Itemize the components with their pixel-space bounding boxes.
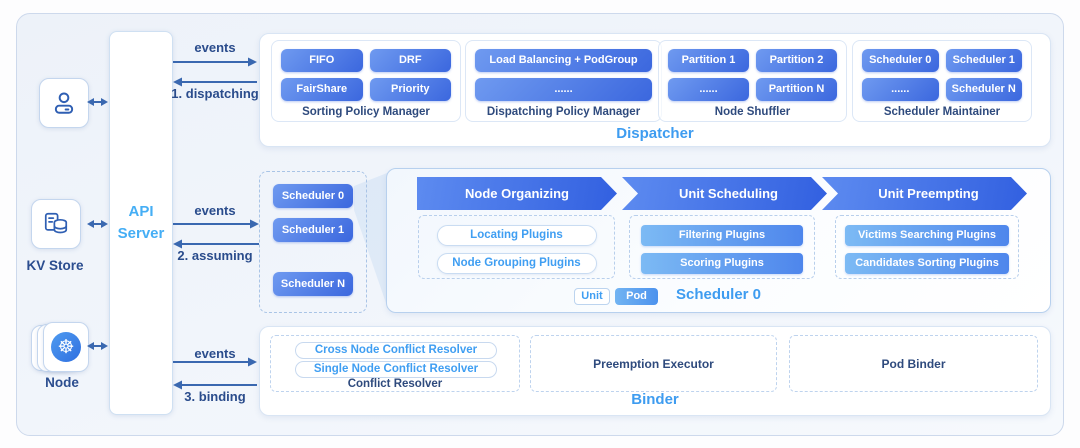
group-label: Dispatching Policy Manager	[486, 106, 641, 118]
group-label: Node Shuffler	[714, 106, 791, 118]
binding-label: 3. binding	[184, 389, 246, 404]
resolver-pill: Cross Node Conflict Resolver	[295, 342, 497, 359]
user-icon	[54, 92, 74, 114]
preemption-executor-box: Preemption Executor	[530, 335, 777, 392]
unit-scheduling-plugins-box: Filtering Plugins Scoring Plugins	[629, 215, 815, 279]
pod-legend-pill: Pod	[615, 288, 658, 305]
api-server-label-line2: Server	[117, 225, 165, 242]
kv-store-card	[31, 199, 81, 249]
policy-pill: DRF	[369, 49, 451, 72]
client-card	[39, 78, 89, 128]
scheduler-list-item: Scheduler 0	[273, 184, 353, 208]
kv-store-icon	[44, 212, 68, 234]
plugin-pill: Node Grouping Plugins	[436, 253, 597, 274]
scheduler-list: Scheduler 0 Scheduler 1 ... Scheduler N	[259, 171, 367, 313]
scheduler-panel: Node Organizing Unit Scheduling Unit Pre…	[386, 168, 1051, 313]
policy-pill: Load Balancing + PodGroup	[475, 49, 652, 72]
conflict-resolver-box: Cross Node Conflict Resolver Single Node…	[270, 335, 520, 392]
node-shuffler-group: Partition 1 Partition 2 ...... Partition…	[658, 40, 847, 122]
sorting-policy-manager-group: FIFO DRF FairShare Priority Sorting Poli…	[271, 40, 461, 122]
unit-scheduling-banner: Unit Scheduling	[622, 177, 827, 210]
kv-store-label: KV Store	[26, 258, 84, 273]
unit-legend-pill: Unit	[574, 288, 610, 305]
policy-pill: ......	[475, 78, 652, 101]
policy-pill: FairShare	[281, 78, 363, 101]
api-server-label-line1: API	[128, 202, 154, 220]
dispatching-policy-manager-group: Load Balancing + PodGroup ...... Dispatc…	[465, 40, 662, 122]
dispatcher-panel: FIFO DRF FairShare Priority Sorting Poli…	[259, 33, 1051, 147]
unit-preempting-banner: Unit Preempting	[822, 177, 1027, 210]
policy-pill: Priority	[369, 78, 451, 101]
partition-pill: Partition N	[756, 78, 837, 101]
plugin-pill: Victims Searching Plugins	[845, 225, 1009, 246]
scheduler-panel-title: Scheduler 0	[675, 286, 762, 303]
partition-pill: Partition 1	[668, 49, 749, 72]
plugin-pill: Candidates Sorting Plugins	[845, 253, 1009, 274]
dispatching-label: 1. dispatching	[171, 86, 259, 101]
binder-title: Binder	[631, 391, 679, 408]
partition-pill: Partition 2	[756, 49, 837, 72]
node-organizing-banner: Node Organizing	[417, 177, 617, 210]
api-server-box: API Server	[109, 31, 173, 415]
conflict-resolver-label: Conflict Resolver	[347, 378, 443, 390]
scheduler-pill: ......	[862, 78, 939, 101]
legend: Unit Pod	[574, 288, 658, 305]
scheduler-pill: Scheduler 0	[862, 49, 939, 72]
events-label-3: events	[194, 346, 236, 361]
scheduler-list-item: Scheduler N	[273, 272, 353, 296]
plugin-pill: Scoring Plugins	[641, 253, 803, 274]
policy-pill: FIFO	[281, 49, 363, 72]
binder-panel: Cross Node Conflict Resolver Single Node…	[259, 326, 1051, 416]
scheduler-pill: Scheduler N	[945, 78, 1022, 101]
diagram-canvas: KV Store ☸ Node API Server events 1. dis…	[16, 13, 1064, 436]
node-label: Node	[45, 375, 79, 390]
kubernetes-icon: ☸	[51, 332, 81, 362]
unit-preempting-plugins-box: Victims Searching Plugins Candidates Sor…	[835, 215, 1019, 279]
dispatcher-title: Dispatcher	[616, 125, 694, 142]
pod-binder-box: Pod Binder	[789, 335, 1038, 392]
scheduler-list-item: Scheduler 1	[273, 218, 353, 242]
events-label-1: events	[194, 40, 236, 55]
plugin-pill: Filtering Plugins	[641, 225, 803, 246]
group-label: Sorting Policy Manager	[302, 106, 430, 118]
scheduler-maintainer-group: Scheduler 0 Scheduler 1 ...... Scheduler…	[852, 40, 1032, 122]
node-organizing-plugins-box: Locating Plugins Node Grouping Plugins	[418, 215, 615, 279]
scheduler-pill: Scheduler 1	[945, 49, 1022, 72]
group-label: Scheduler Maintainer	[883, 106, 1001, 118]
node-card: ☸	[43, 322, 89, 372]
events-label-2: events	[194, 203, 236, 218]
resolver-pill: Single Node Conflict Resolver	[295, 361, 497, 378]
partition-pill: ......	[668, 78, 749, 101]
plugin-pill: Locating Plugins	[436, 225, 597, 246]
assuming-label: 2. assuming	[177, 248, 253, 263]
